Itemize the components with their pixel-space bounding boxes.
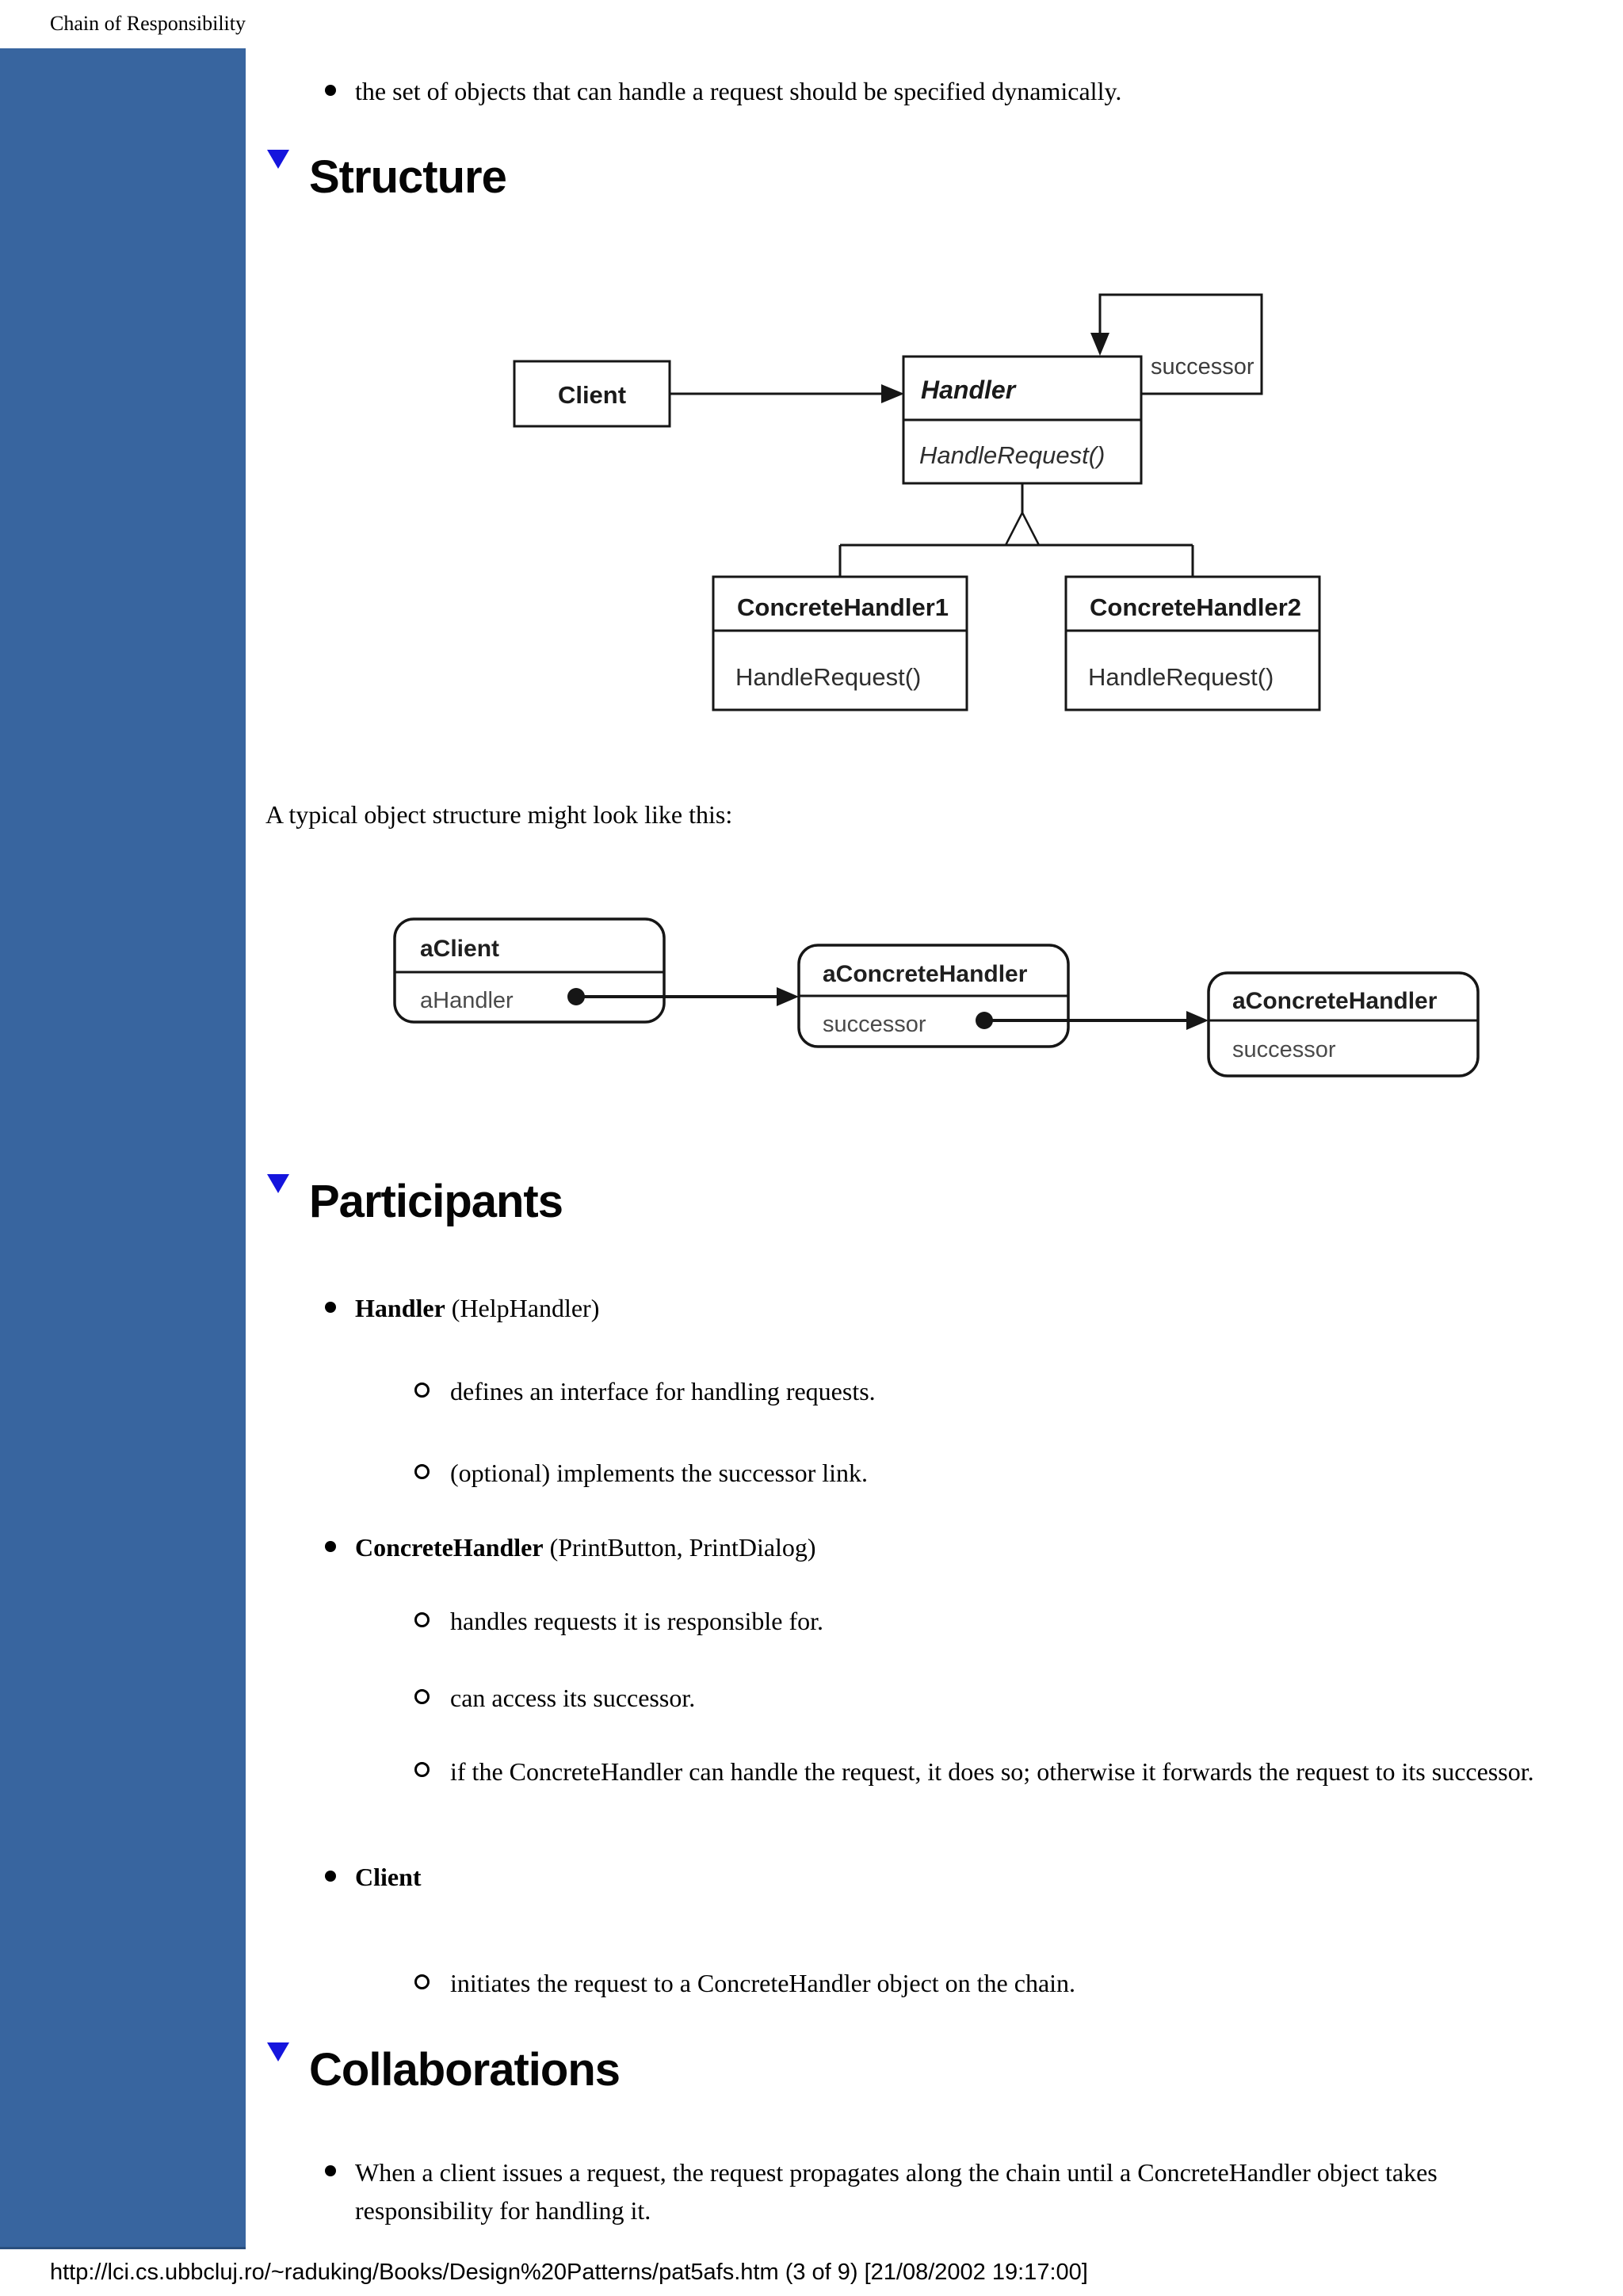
arrowhead-down-icon — [1090, 333, 1109, 356]
list-item-handler: Handler (HelpHandler) — [325, 1290, 599, 1326]
section-heading-participants: Participants — [266, 1174, 563, 1245]
triangle-bullet-icon — [266, 2042, 290, 2113]
disc-bullet-icon — [325, 1302, 336, 1313]
list-item-collaboration: When a client issues a request, the requ… — [325, 2153, 1552, 2229]
list-item-client: Client — [325, 1859, 422, 1895]
disc-bullet-icon — [325, 85, 336, 96]
participant-term: Handler (HelpHandler) — [355, 1294, 600, 1322]
object-structure-caption: A typical object structure might look li… — [265, 800, 733, 829]
arrowhead-right-icon — [1186, 1011, 1209, 1030]
list-item-intro: the set of objects that can handle a req… — [325, 73, 1568, 109]
heading-text: Structure — [309, 151, 507, 203]
successor-self-association-line — [1098, 293, 1263, 395]
class-diagram: Client Handler HandleRequest() successor… — [513, 293, 1321, 711]
list-item: can access its successor. — [414, 1680, 695, 1716]
page-title: Chain of Responsibility — [50, 12, 246, 35]
circle-bullet-icon — [414, 1762, 430, 1777]
aclient-label: aClient — [420, 936, 499, 962]
concrete-handler2-label: ConcreteHandler2 — [1090, 593, 1301, 621]
disc-bullet-icon — [325, 1541, 336, 1552]
disc-bullet-icon — [325, 1871, 336, 1882]
collaboration-text: When a client issues a request, the requ… — [355, 2158, 1444, 2225]
participant-detail: defines an interface for handling reques… — [450, 1377, 876, 1405]
client-class-label: Client — [558, 381, 626, 409]
participant-detail: initiates the request to a ConcreteHandl… — [450, 1969, 1076, 1997]
arrowhead-right-icon — [777, 987, 799, 1006]
circle-bullet-icon — [414, 1689, 430, 1704]
triangle-bullet-icon — [266, 150, 290, 220]
section-heading-structure: Structure — [266, 150, 507, 220]
successor1-attr-label: successor — [823, 1012, 926, 1037]
aconcretehandler2-object-box — [1207, 971, 1480, 1077]
participant-term: ConcreteHandler (PrintButton, PrintDialo… — [355, 1533, 816, 1562]
arrowhead-right-icon — [881, 384, 904, 403]
handler-class-label: Handler — [921, 376, 1017, 404]
participant-detail: handles requests it is responsible for. — [450, 1607, 824, 1635]
sidebar — [0, 48, 246, 2249]
aconcretehandler1-label: aConcreteHandler — [823, 961, 1028, 987]
concrete-handler1-box — [712, 575, 968, 711]
heading-text: Participants — [309, 1176, 563, 1227]
circle-bullet-icon — [414, 1612, 430, 1627]
concrete-handler1-method-label: HandleRequest() — [735, 663, 921, 691]
footer-url: http://lci.cs.ubbcluj.ro/~raduking/Books… — [50, 2260, 1088, 2285]
list-item: handles requests it is responsible for. — [414, 1603, 823, 1639]
participant-detail: (optional) implements the successor link… — [450, 1459, 868, 1487]
object-diagram: aClient aHandler aConcreteHandler succes… — [393, 917, 1480, 1077]
list-item: defines an interface for handling reques… — [414, 1373, 876, 1409]
concrete-handler1-label: ConcreteHandler1 — [737, 593, 949, 621]
concrete-handler2-method-label: HandleRequest() — [1088, 663, 1274, 691]
participant-detail: can access its successor. — [450, 1684, 696, 1712]
circle-bullet-icon — [414, 1464, 430, 1479]
list-item: if the ConcreteHandler can handle the re… — [414, 1753, 1583, 1791]
inheritance-triangle-icon — [1003, 510, 1041, 547]
list-item-concretehandler: ConcreteHandler (PrintButton, PrintDialo… — [325, 1529, 816, 1566]
successor2-attr-label: successor — [1232, 1037, 1336, 1062]
disc-bullet-icon — [325, 2165, 336, 2176]
section-heading-collaborations: Collaborations — [266, 2042, 621, 2113]
intro-bullet-text: the set of objects that can handle a req… — [355, 77, 1122, 105]
concrete-handler2-box — [1064, 575, 1321, 711]
heading-text: Collaborations — [309, 2044, 621, 2096]
circle-bullet-icon — [414, 1974, 430, 1989]
aconcretehandler2-label: aConcreteHandler — [1232, 988, 1438, 1014]
triangle-bullet-icon — [266, 1174, 290, 1245]
participant-term: Client — [355, 1863, 422, 1891]
list-item: (optional) implements the successor link… — [414, 1455, 868, 1491]
participant-detail: if the ConcreteHandler can handle the re… — [450, 1757, 1534, 1786]
list-item: initiates the request to a ConcreteHandl… — [414, 1965, 1075, 2001]
client-class-box — [513, 360, 671, 428]
handler-method-label: HandleRequest() — [919, 441, 1105, 469]
successor-role-label: successor — [1151, 354, 1254, 379]
circle-bullet-icon — [414, 1383, 430, 1398]
ahandler-attr-label: aHandler — [420, 988, 514, 1013]
